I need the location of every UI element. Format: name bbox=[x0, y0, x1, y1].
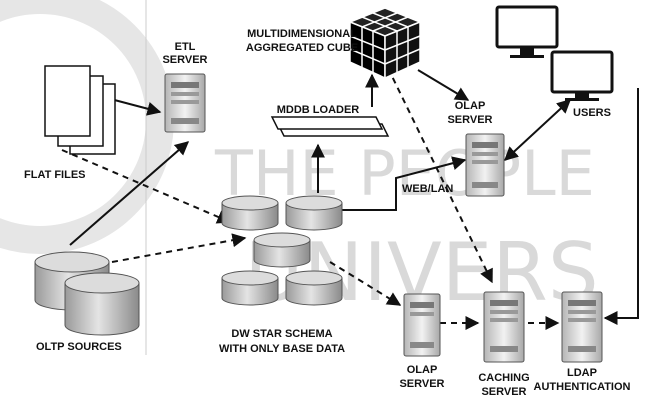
etl-label-2: SERVER bbox=[162, 54, 207, 66]
ldap-label-2: AUTHENTICATION bbox=[534, 381, 631, 393]
etl-label-1: ETL bbox=[175, 41, 196, 53]
mddb-loader-icon bbox=[270, 116, 390, 137]
arrow-cube-olap bbox=[417, 69, 470, 101]
olap-server-bottom-icon bbox=[403, 293, 441, 357]
olap-bottom-label-2: SERVER bbox=[399, 378, 444, 390]
arrow-users-ldap bbox=[603, 88, 639, 325]
caching-server-icon bbox=[483, 291, 525, 363]
users-icon bbox=[495, 5, 614, 101]
arrow-flatfiles-dw bbox=[61, 149, 232, 224]
labels: MULTIDIMENSIONAL AGGREGATED CUBE ETL SER… bbox=[24, 28, 631, 398]
olap-top-label-2: SERVER bbox=[447, 114, 492, 126]
olap-server-top-icon bbox=[465, 133, 505, 197]
arrow-cube-caching bbox=[387, 67, 493, 284]
cube-label-1: MULTIDIMENSIONAL bbox=[247, 28, 357, 40]
arrow-dw-weblan bbox=[342, 156, 467, 211]
web-lan-label: WEB/LAN bbox=[402, 183, 453, 195]
arrow-oltp-dw bbox=[111, 233, 247, 263]
oltp-label: OLTP SOURCES bbox=[36, 341, 122, 353]
arrow-dw-olapbottom bbox=[329, 261, 402, 306]
caching-label-2: SERVER bbox=[481, 386, 526, 398]
ldap-server-icon bbox=[561, 291, 603, 363]
olap-top-label-1: OLAP bbox=[455, 100, 486, 112]
dw-label-2: WITH ONLY BASE DATA bbox=[219, 343, 345, 355]
aggregated-cube-icon bbox=[347, 7, 423, 80]
users-label: USERS bbox=[573, 107, 611, 119]
oltp-sources-icon bbox=[34, 251, 140, 336]
caching-label-1: CACHING bbox=[478, 372, 529, 384]
dw-star-schema-icon bbox=[221, 195, 343, 306]
mddb-label: MDDB LOADER bbox=[277, 104, 360, 116]
olap-bottom-label-1: OLAP bbox=[407, 364, 438, 376]
flat-files-label: FLAT FILES bbox=[24, 169, 86, 181]
arrow-olap-users bbox=[503, 99, 572, 161]
cube-label-2: AGGREGATED CUBE bbox=[246, 42, 358, 54]
ldap-label-1: LDAP bbox=[567, 367, 597, 379]
dw-label-1: DW STAR SCHEMA bbox=[231, 328, 332, 340]
etl-server-icon bbox=[164, 73, 206, 133]
flat-files-icon bbox=[44, 65, 116, 155]
arrow-oltp-etl bbox=[69, 141, 190, 246]
connectors bbox=[61, 67, 639, 330]
